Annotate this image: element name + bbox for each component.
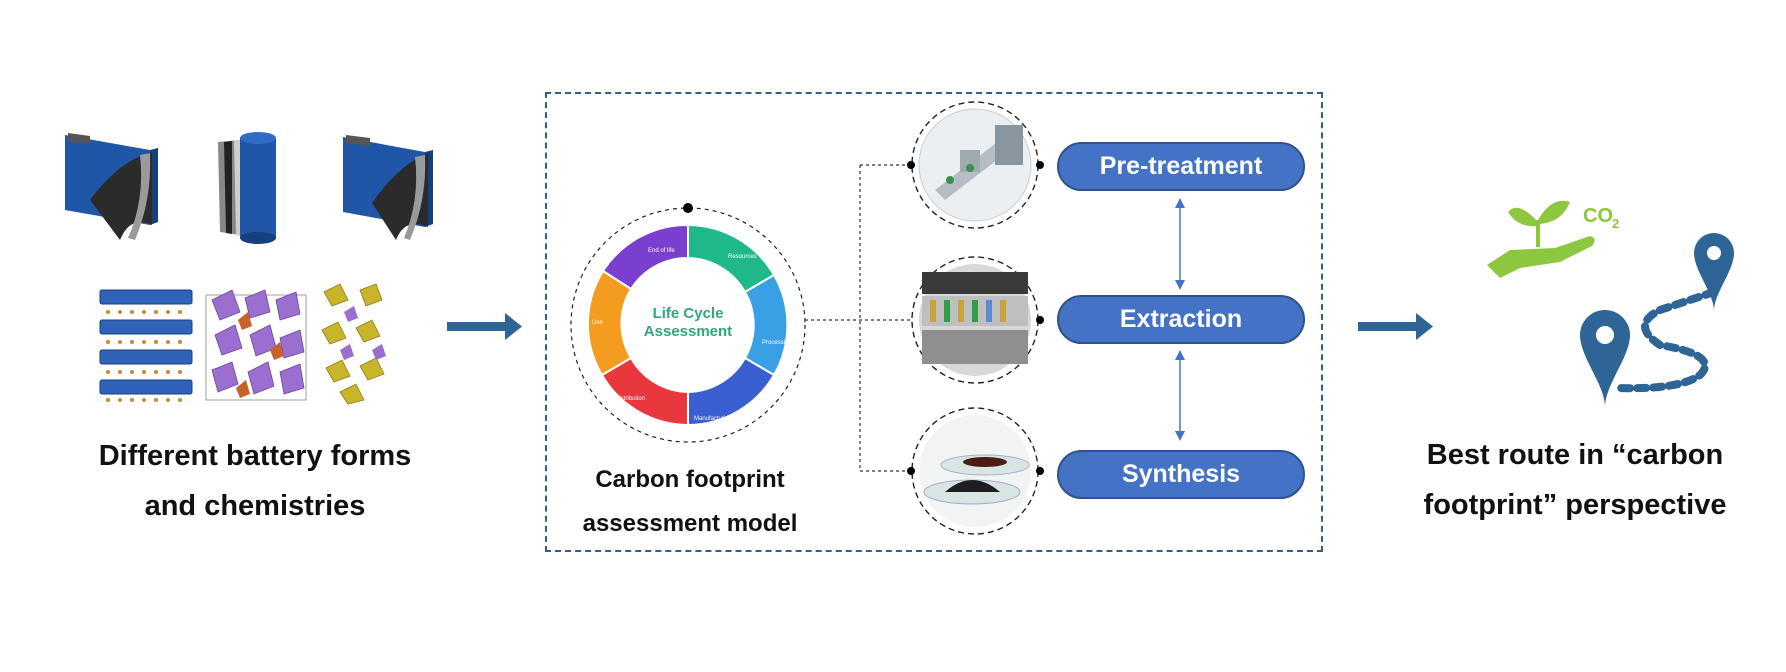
cycle-label-use: Use [592, 320, 603, 326]
process-pill-pretreatment: Pre-treatment [1057, 142, 1305, 191]
layered-crystal-structure [99, 289, 193, 402]
hand-plant-icon: CO 2 [1487, 200, 1619, 278]
model-caption-line2: assessment model [582, 510, 798, 537]
model-caption-line1: Carbon footprint [595, 466, 785, 493]
assessment-frame [545, 92, 1323, 552]
cycle-segment-use [586, 269, 633, 377]
cycle-label-manufacturing: Manufacturing [694, 416, 733, 422]
lifecycle-wheel [570, 203, 806, 443]
lca-center-line1: Life Cycle [652, 305, 724, 322]
process-pill-synthesis: Synthesis [1057, 450, 1305, 499]
co2-subscript: 2 [1612, 216, 1619, 231]
right-caption-line2: footprint” perspective [1423, 489, 1727, 521]
left-caption-line1: Different battery forms [98, 440, 412, 472]
olivine-crystal-structure [321, 283, 386, 405]
connector-lines [805, 164, 910, 472]
spinel-crystal-structure [205, 289, 307, 401]
bidirectional-arrows [1175, 198, 1185, 441]
cycle-label-resources: Resources [728, 254, 757, 260]
cycle-label-processing: Processing [762, 340, 792, 346]
extraction-photo [911, 256, 1044, 384]
prismatic-cell-icon [343, 135, 433, 240]
left-caption: Different battery forms and chemistries [60, 431, 450, 531]
cycle-label-end-of-life: End of life [648, 248, 675, 254]
lca-center-title: Life Cycle Assessment [628, 305, 748, 341]
model-caption: Carbon footprint assessment model [565, 458, 815, 546]
left-caption-line2: and chemistries [144, 490, 366, 522]
pretreatment-photo [907, 101, 1044, 229]
lca-center-line2: Assessment [643, 323, 733, 340]
process-pill-extraction: Extraction [1057, 295, 1305, 344]
cylindrical-cell-icon [218, 132, 276, 244]
right-caption: Best route in “carbon footprint” perspec… [1400, 430, 1750, 530]
co2-label: CO [1583, 205, 1613, 227]
flow-arrow-left [447, 313, 522, 340]
route-map-icon [1580, 233, 1734, 407]
pouch-cell-icon [65, 133, 158, 240]
right-caption-line1: Best route in “carbon [1426, 439, 1724, 471]
flow-arrow-right [1358, 313, 1433, 340]
synthesis-photo [907, 407, 1044, 535]
cycle-label-distribution: Distribution [615, 396, 646, 402]
